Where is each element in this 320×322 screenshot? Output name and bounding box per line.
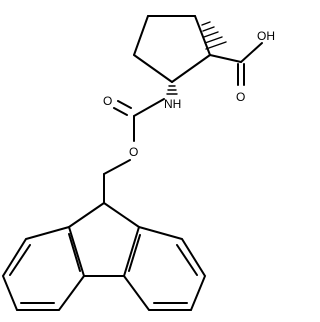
wedge-hash-line (202, 26, 215, 32)
carbamate-carbonyl-bond-a (117, 100, 132, 109)
ring-bond-3 (171, 54, 211, 83)
nh-carbonyl-bond (133, 98, 165, 117)
stereo-hashed-wedge-amine (166, 85, 178, 95)
ring-bond-4 (133, 54, 173, 83)
stereo-hashed-wedge-acid (201, 21, 227, 50)
wedge-hash-line (205, 41, 227, 50)
left-aromatic-double-1 (68, 233, 81, 272)
right-benzene-ring (122, 225, 207, 311)
wedge-hash-line (203, 31, 219, 38)
ester-o-ch2-bond (103, 159, 131, 175)
ring-bond-5 (133, 15, 149, 56)
acid-carbonyl-oxygen-label: O (236, 90, 245, 104)
atom-label-layer: OH O NH O O (103, 29, 275, 159)
right-aromatic-double-3 (176, 244, 198, 276)
left-aromatic-double-3 (9, 244, 31, 276)
acid-bond-to-ring (209, 54, 242, 63)
carbamate-carbonyl-oxygen-label: O (103, 94, 112, 108)
bond-layer (1, 15, 263, 311)
carbamate-carbonyl-bond-b (113, 107, 128, 116)
ester-oxygen-label: O (129, 145, 138, 159)
left-benzene-ring (1, 225, 86, 311)
right-aromatic-double-1 (128, 234, 141, 272)
acid-oh-label: OH (257, 29, 275, 43)
fluorene-c9-right-bond (103, 202, 140, 228)
chemical-structure-diagram: OH O NH O O (1, 15, 275, 311)
acid-c-oh-bond (240, 42, 263, 63)
amine-nh-label: NH (164, 97, 181, 111)
fluorene-c9-left-bond (68, 202, 105, 228)
wedge-hash-line (201, 21, 211, 26)
wedge-hash-line (204, 36, 223, 44)
